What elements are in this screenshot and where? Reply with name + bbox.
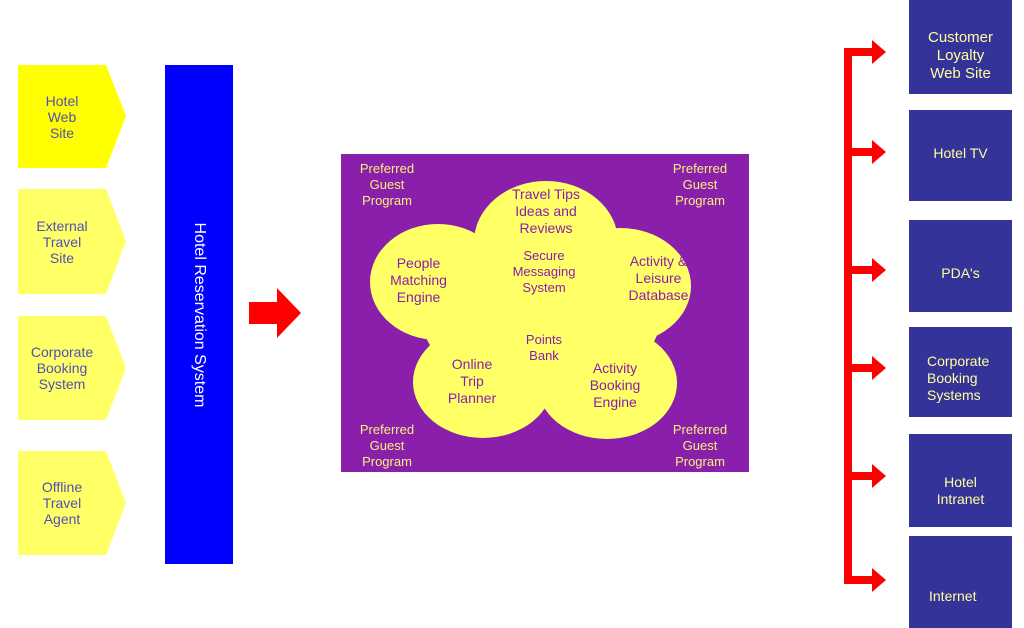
chevron-shape — [18, 451, 126, 555]
dest-hotel-intranet: Hotel Intranet — [909, 434, 1012, 527]
flower-shape — [370, 181, 691, 439]
petal-travel-tips-label: Travel Tips Ideas and Reviews — [512, 186, 580, 236]
dest-label: PDA's — [941, 265, 980, 281]
dest-label: Customer Loyalty Web Site — [927, 29, 994, 82]
branch-arrow-icon — [844, 258, 886, 282]
dest-label: Hotel Intranet — [936, 474, 985, 507]
center-points-bank-label: Points Bank — [525, 332, 563, 363]
petal-people-matching-label: People Matching Engine — [390, 255, 447, 305]
branch-arrow-icon — [844, 40, 886, 64]
dest-pdas: PDA's — [909, 220, 1012, 312]
dest-label: Internet — [929, 588, 977, 604]
dest-internet: Internet — [909, 536, 1012, 628]
branch-arrow-icon — [844, 568, 886, 592]
source-hotel-web-site: Hotel Web Site — [18, 65, 126, 168]
corner-top-right-label: Preferred Guest Program — [672, 161, 728, 208]
source-label: Corporate Booking System — [30, 344, 94, 392]
source-label: External Travel Site — [36, 217, 88, 266]
corner-bottom-left-label: Preferred Guest Program — [359, 422, 415, 469]
source-label: Offline Travel Agent — [41, 479, 83, 527]
source-external-travel-site: External Travel Site — [18, 189, 126, 294]
branch-arrow-icon — [844, 140, 886, 164]
source-label: Hotel Web Site — [45, 92, 79, 141]
center-secure-messaging-label: Secure Messaging System — [512, 248, 576, 295]
dest-customer-loyalty-web-site: Customer Loyalty Web Site — [909, 0, 1012, 94]
chevron-shape — [18, 316, 126, 420]
branch-arrow-icon — [844, 464, 886, 488]
chevron-shape — [18, 65, 126, 168]
dest-hotel-tv: Hotel TV — [909, 110, 1012, 201]
petal-activity-leisure-label: Activity & Leisure Database — [628, 253, 689, 303]
branch-arrow-icon — [844, 356, 886, 380]
dest-corporate-booking-systems: Corporate Booking Systems — [909, 327, 1012, 417]
reservation-bar-label: Hotel Reservation System — [191, 222, 208, 407]
source-offline-travel-agent: Offline Travel Agent — [18, 451, 126, 555]
corner-top-left-label: Preferred Guest Program — [359, 161, 415, 208]
corner-bottom-right-label: Preferred Guest Program — [672, 422, 728, 469]
loyalty-platform-panel: Preferred Guest Program Preferred Guest … — [341, 154, 749, 472]
source-corporate-booking-system: Corporate Booking System — [18, 316, 126, 420]
dest-label: Corporate Booking Systems — [927, 353, 990, 403]
petal-online-trip-planner-label: Online Trip Planner — [447, 356, 497, 406]
dest-label: Hotel TV — [933, 145, 988, 161]
hotel-reservation-system-bar: Hotel Reservation System — [165, 65, 233, 564]
distribution-connector — [844, 40, 886, 592]
chevron-shape — [18, 189, 126, 294]
petal-activity-booking-label: Activity Booking Engine — [589, 360, 641, 410]
right-arrow-icon — [249, 288, 301, 338]
